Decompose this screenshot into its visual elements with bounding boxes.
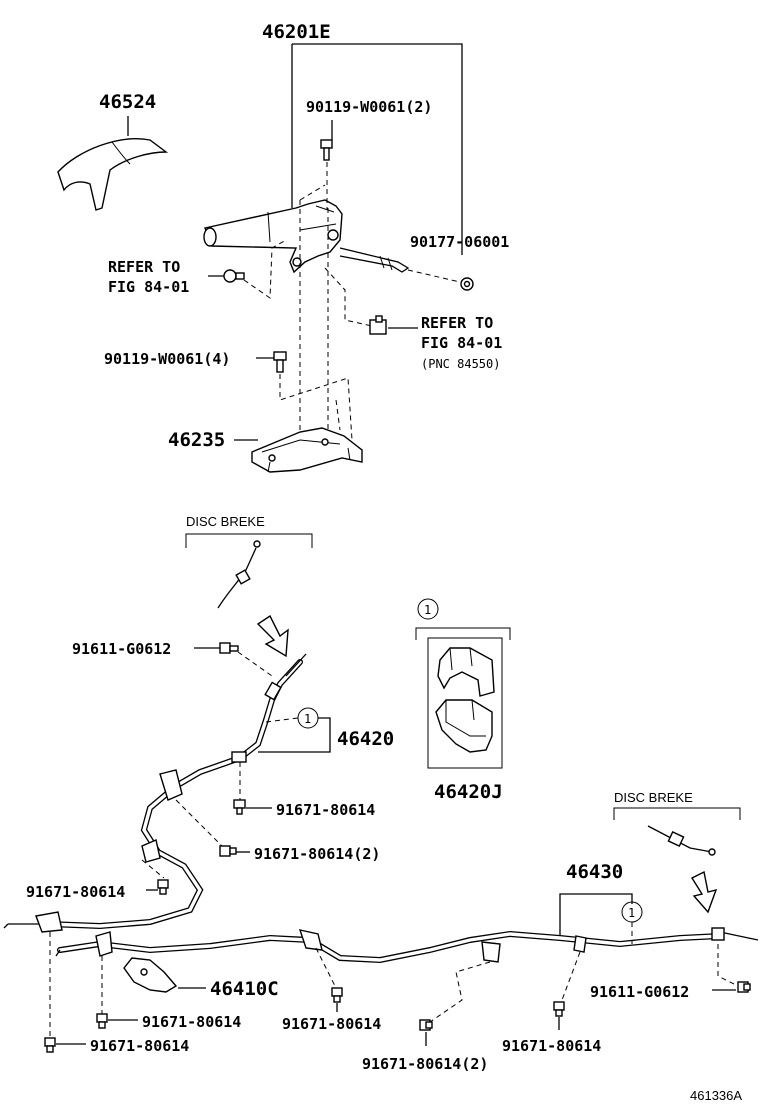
bolt-icon [233, 799, 246, 815]
label-fig-84-01-1[interactable]: FIG 84-01 [108, 278, 189, 296]
clamp-upper-part [437, 647, 495, 697]
bolt-icon [273, 351, 287, 373]
arrow-down-icon [256, 614, 289, 658]
label-46410C[interactable]: 46410C [210, 978, 279, 1000]
front-cable-group: 91611-G0612 1 46420 91671-80614 [26, 640, 394, 930]
label-46430[interactable]: 46430 [566, 861, 623, 883]
label-90119-W0061-2[interactable]: 90119-W0061(2) [306, 98, 432, 116]
label-91671-80614-d2[interactable]: 91671-80614 [90, 1037, 189, 1055]
lever-assembly-group: 46201E 46524 90119-W0061(2) 90177-06001 [57, 21, 509, 473]
label-91611-G0612-c[interactable]: 91611-G0612 [590, 983, 689, 1001]
label-91611-G0612-a[interactable]: 91611-G0612 [72, 640, 171, 658]
disc-brake-left-group: DISC BREKE [185, 514, 313, 609]
label-disc-breke-left[interactable]: DISC BREKE [186, 514, 265, 529]
clip-connector-icon [369, 315, 387, 335]
clamp-lower-part [435, 699, 493, 753]
label-91671-80614-b3[interactable]: 91671-80614 [26, 883, 125, 901]
label-91671-80614-d6[interactable]: 91671-80614 [502, 1037, 601, 1055]
label-46420J[interactable]: 46420J [434, 781, 503, 803]
label-91671-80614-2-b2[interactable]: 91671-80614(2) [254, 845, 380, 863]
label-refer-to-1[interactable]: REFER TO [108, 258, 180, 276]
bolt-icon [419, 1019, 433, 1031]
label-46235[interactable]: 46235 [168, 429, 225, 451]
bolt-icon [320, 139, 333, 161]
label-91671-80614-2-d5[interactable]: 91671-80614(2) [362, 1055, 488, 1073]
clamp-kit-box [427, 637, 503, 769]
label-90119-W0061-4[interactable]: 90119-W0061(4) [104, 350, 230, 368]
circle-1-c[interactable]: 1 [628, 906, 635, 920]
parking-lever-part [203, 199, 410, 274]
circle-1-b[interactable]: 1 [424, 603, 431, 617]
label-disc-breke-right[interactable]: DISC BREKE [614, 790, 693, 805]
label-46201E[interactable]: 46201E [262, 21, 331, 43]
circle-1-a[interactable]: 1 [304, 712, 311, 726]
label-fig-84-01-2[interactable]: FIG 84-01 [421, 334, 502, 352]
rear-cable-part [57, 930, 723, 964]
label-91671-80614-d3[interactable]: 91671-80614 [282, 1015, 381, 1033]
label-pnc-84550[interactable]: (PNC 84550) [421, 357, 500, 371]
lever-bracket-part [251, 427, 363, 473]
label-46524[interactable]: 46524 [99, 91, 156, 113]
screw-icon [223, 269, 245, 283]
arrow-down-icon [690, 870, 718, 914]
clamp-kit-group: 1 46420J [415, 598, 511, 803]
rear-cable-group: 46430 1 DISC BREKE 91611-G0612 46410C [3, 790, 759, 1073]
bolt-icon [219, 845, 237, 857]
console-cover-part [57, 138, 169, 211]
figure-id: 461336A [690, 1088, 742, 1103]
label-refer-to-2[interactable]: REFER TO [421, 314, 493, 332]
label-90177-06001[interactable]: 90177-06001 [410, 233, 509, 251]
nut-icon [460, 277, 474, 291]
label-46420[interactable]: 46420 [337, 728, 394, 750]
bolt-icon [96, 1013, 108, 1029]
bracket-46410c-part [123, 957, 178, 993]
bolt-icon [737, 981, 751, 993]
bolt-icon [553, 1001, 565, 1017]
label-91671-80614-b1[interactable]: 91671-80614 [276, 801, 375, 819]
label-91671-80614-d1[interactable]: 91671-80614 [142, 1013, 241, 1031]
bolt-icon [219, 642, 239, 654]
bolt-icon [44, 1037, 56, 1053]
bolt-icon [157, 879, 169, 895]
bolt-icon [331, 987, 343, 1003]
